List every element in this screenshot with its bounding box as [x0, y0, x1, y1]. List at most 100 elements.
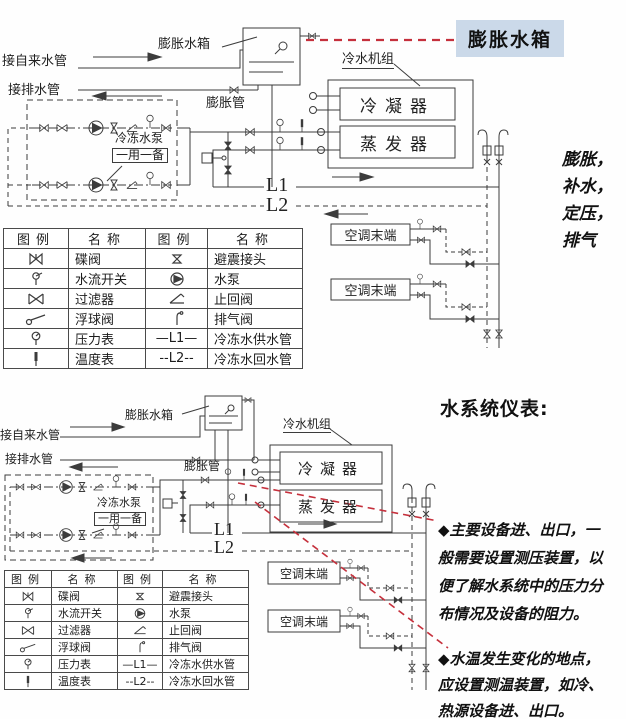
diagram1-piping — [7, 27, 509, 348]
highlighted-title: 膨胀水箱 — [456, 20, 565, 57]
legend-header: 名称 — [162, 570, 249, 588]
legend-name: 排气阀 — [162, 638, 249, 656]
pump-icon — [169, 271, 184, 286]
l2-label-1: L2 — [266, 194, 289, 216]
pump-icon — [134, 607, 146, 619]
legend-name: 温度表 — [68, 348, 146, 369]
legend-name: 避震接头 — [162, 587, 249, 605]
pressure-gauge-icon — [31, 331, 41, 345]
legend-name: 过滤器 — [68, 288, 146, 309]
tank-label-1: 膨胀水箱 — [158, 37, 211, 52]
section2-title: 水系统仪表: — [440, 398, 549, 420]
terminal-label-2a: 空调末端 — [279, 566, 328, 581]
expansion-pipe-label-1: 膨胀管 — [206, 96, 246, 111]
pump-label-1: 冷冻水泵 — [115, 131, 164, 145]
legend-header: 图例 — [4, 570, 52, 588]
legend-name: 温度表 — [51, 672, 118, 690]
legend-header: 图例 — [117, 570, 163, 588]
terminal-label-1a: 空调末端 — [344, 229, 397, 244]
side-note-line: 排气 — [562, 231, 596, 251]
float-valve-icon — [19, 643, 36, 652]
flow-switch-icon — [32, 271, 43, 285]
air-vent-valve-icon — [139, 640, 146, 652]
diagram2-piping — [4, 395, 449, 690]
legend-name: 冷冻水供水管 — [162, 655, 249, 673]
tank-label-2: 膨胀水箱 — [125, 408, 174, 422]
legend-name: 水流开关 — [68, 268, 146, 289]
red-leader-pressure — [237, 482, 439, 522]
note-line: 布情况及设备的阻力。 — [438, 605, 589, 623]
side-note-line: 膨胀， — [562, 150, 613, 170]
supply-line-symbol: —L1— — [117, 655, 163, 673]
drain-label-1: 接排水管 — [8, 83, 61, 98]
l1-label-1: L1 — [266, 174, 289, 196]
strainer-icon — [21, 625, 35, 635]
flexible-joint-icon — [135, 592, 145, 600]
ac-terminal-2b — [267, 606, 426, 652]
risers — [477, 129, 509, 348]
pump-label-2: 冷冻水泵 — [97, 496, 141, 509]
legend-header: 名称 — [207, 228, 303, 249]
drain-label-2: 接排水管 — [5, 452, 54, 466]
legend-name: 排气阀 — [207, 308, 303, 329]
evaporator-circuit-2 — [148, 468, 280, 536]
ac-terminal-1 — [330, 218, 499, 268]
legend-table-2: 图例 名称 图例 名称 碟阀 避震接头 水流开关 水泵 过滤器 止回阀 浮球阀 — [4, 570, 249, 690]
pump-group — [7, 99, 178, 206]
note-line: 般需要设置测压装置，以 — [438, 549, 604, 567]
side-note-line: 补水， — [562, 177, 613, 197]
ac-terminal-2 — [330, 273, 499, 323]
note-pressure: ◆主要设备进、出口，一 般需要设置测压装置，以 便了解水系统中的压力分 布情况及… — [438, 516, 603, 628]
chiller-label-2: 冷水机组 — [283, 417, 332, 434]
legend-name: 浮球阀 — [51, 638, 118, 656]
note-line: ◆水温发生变化的地点， — [438, 650, 600, 668]
float-valve-icon — [25, 313, 46, 325]
note-line: ◆主要设备进、出口，一 — [438, 521, 600, 539]
makeup-water-lines — [78, 49, 258, 101]
pressure-gauge-icon — [24, 658, 32, 669]
terminal-label-2b: 空调末端 — [279, 614, 328, 629]
ac-terminal-1b — [267, 558, 426, 604]
legend-name: 水泵 — [207, 268, 303, 289]
side-note-line: 定压， — [562, 204, 613, 224]
flow-switch-icon — [24, 607, 34, 618]
red-leader-temperature — [254, 501, 449, 649]
l2-label-2: L2 — [214, 537, 234, 557]
legend-table-1: 图例 名称 图例 名称 碟阀 避震接头 水流开关 水泵 过滤器 止回阀 浮球阀 — [3, 228, 303, 369]
evaporator-label-2: 蒸发器 — [297, 497, 364, 516]
expansion-tank — [221, 27, 320, 187]
l1-label-2: L1 — [214, 519, 234, 539]
note-line: 应设置测温装置，如冷、 — [438, 676, 604, 694]
legend-name: 水泵 — [162, 604, 249, 622]
check-valve-icon — [134, 625, 146, 634]
terminal-label-1b: 空调末端 — [344, 284, 397, 299]
legend-name: 止回阀 — [162, 621, 249, 639]
tap-water-label-2: 接自来水管 — [0, 428, 61, 442]
note-line: 便了解水系统中的压力分 — [438, 577, 604, 595]
supply-line-symbol: —L1— — [145, 328, 208, 349]
chiller-label-1: 冷水机组 — [342, 52, 395, 70]
legend-name: 止回阀 — [207, 288, 303, 309]
expansion-pipe-label-2: 膨胀管 — [184, 459, 221, 473]
legend-name: 碟阀 — [68, 248, 146, 269]
pump-mode-label-2: 一用一备 — [94, 512, 146, 527]
legend-name: 冷冻水回水管 — [162, 672, 249, 690]
note-line: 热源设备进、出口。 — [438, 702, 574, 719]
condenser-label-1: 冷凝器 — [360, 96, 435, 117]
butterfly-valve-icon — [29, 252, 43, 265]
check-valve-icon — [169, 293, 184, 304]
return-line-symbol: --L2-- — [145, 348, 208, 369]
legend-header: 名称 — [51, 570, 118, 588]
legend-name: 避震接头 — [207, 248, 303, 269]
legend-name: 碟阀 — [51, 587, 118, 605]
butterfly-valve-icon — [22, 590, 34, 602]
expansion-tank-2 — [181, 395, 255, 533]
supply-return-mains-2 — [10, 519, 426, 563]
legend-name: 冷冻水供水管 — [207, 328, 303, 349]
makeup-water-lines-2 — [60, 415, 254, 472]
legend-name: 压力表 — [51, 655, 118, 673]
legend-header: 图例 — [145, 228, 208, 249]
risers-2 — [402, 483, 436, 690]
return-line-symbol: --L2-- — [117, 672, 163, 690]
